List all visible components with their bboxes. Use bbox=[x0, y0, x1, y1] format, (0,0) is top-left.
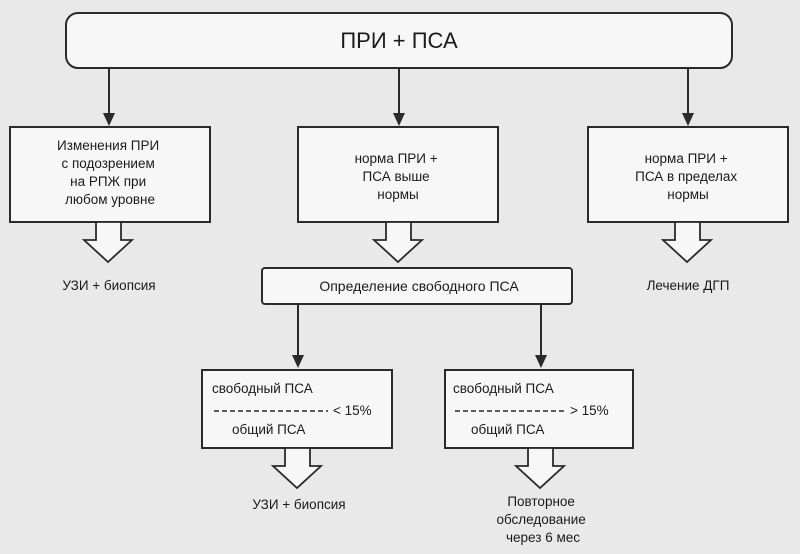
arrow-top-to-center bbox=[393, 68, 405, 126]
arrow-middle-to-right-ratio bbox=[535, 304, 547, 368]
ratio-left-numerator: свободный ПСА bbox=[212, 381, 313, 396]
middle-box-label: Определение свободного ПСА bbox=[319, 278, 519, 294]
ratio-left-comparison: < 15% bbox=[333, 403, 372, 418]
arrow-middle-to-left-ratio bbox=[292, 304, 304, 368]
hollow-arrow-ratio-left bbox=[270, 447, 324, 490]
branch-box-left-text: Изменения ПРИ с подозрением на РПЖ при л… bbox=[57, 138, 163, 207]
ratio-right-comparison: > 15% bbox=[570, 403, 609, 418]
top-box-label: ПРИ + ПСА bbox=[340, 28, 458, 53]
hollow-arrow-ratio-right bbox=[513, 447, 567, 490]
outcome-left-label: УЗИ + биопсия bbox=[62, 278, 155, 293]
arrow-top-to-left bbox=[103, 68, 115, 126]
ratio-right-denominator: общий ПСА bbox=[471, 422, 544, 437]
ratio-right-numerator: свободный ПСА bbox=[453, 381, 554, 396]
middle-box bbox=[261, 267, 573, 305]
hollow-arrow-center bbox=[371, 221, 425, 264]
arrow-top-to-right bbox=[682, 68, 694, 126]
branch-box-center-text: норма ПРИ + ПСА выше нормы bbox=[355, 151, 442, 202]
branch-box-center bbox=[297, 126, 499, 223]
outcome-ratio-left-label: УЗИ + биопсия bbox=[252, 497, 345, 512]
outcome-ratio-right-label: Повторное обследование через 6 мес bbox=[496, 494, 589, 545]
ratio-box-right bbox=[444, 369, 634, 449]
ratio-left-denominator: общий ПСА bbox=[232, 422, 305, 437]
branch-box-right-text: норма ПРИ + ПСА в пределах нормы bbox=[635, 151, 741, 202]
outcome-right-label: Лечение ДГП bbox=[647, 278, 730, 293]
hollow-arrow-left bbox=[81, 221, 135, 264]
hollow-arrow-right bbox=[660, 221, 714, 264]
